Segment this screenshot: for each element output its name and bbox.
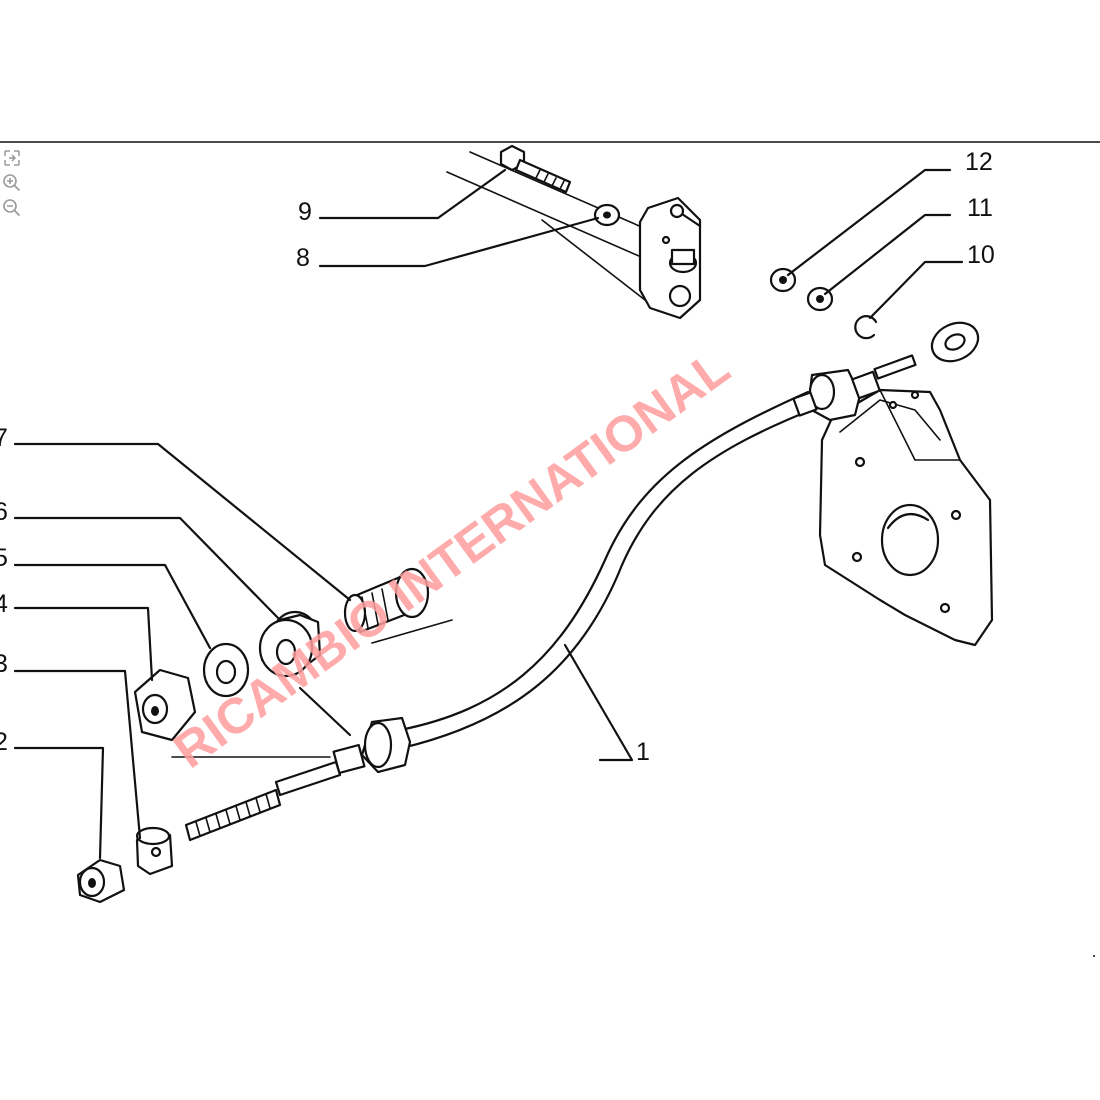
callout-11: 11 (967, 194, 993, 222)
cap-part-2 (76, 858, 126, 904)
washer-part-8 (593, 203, 621, 227)
cable-part-1 (184, 321, 980, 842)
leader-lines (13, 168, 964, 860)
bolt-part-9 (499, 144, 572, 194)
callout-9: 9 (298, 198, 312, 226)
callout-4: 4 (0, 590, 8, 618)
callout-2: 2 (0, 728, 8, 756)
viewer-toolbar (2, 148, 24, 223)
fit-page-icon[interactable] (2, 148, 22, 168)
callout-7: 7 (0, 424, 8, 452)
speck-mark (1093, 955, 1095, 957)
mounting-plate (818, 388, 994, 647)
callout-3: 3 (0, 650, 8, 678)
zoom-in-icon[interactable] (2, 173, 22, 193)
callout-1: 1 (636, 738, 650, 766)
circlip-part-10 (854, 315, 878, 340)
nut-part-4 (133, 668, 197, 742)
callout-8: 8 (296, 244, 310, 272)
bushing-part-7 (343, 567, 453, 644)
callout-5: 5 (0, 544, 8, 572)
callout-12: 12 (965, 148, 993, 176)
callout-6: 6 (0, 498, 8, 526)
flat-washer-part-5 (202, 642, 250, 698)
watermark-text: RICAMBIO INTERNATIONAL (164, 339, 740, 779)
sleeve-part-3 (135, 826, 174, 876)
rubber-ring-part-6 (258, 610, 322, 678)
callout-10: 10 (967, 241, 995, 269)
pivot-bracket (446, 151, 702, 320)
zoom-out-icon[interactable] (2, 198, 22, 218)
